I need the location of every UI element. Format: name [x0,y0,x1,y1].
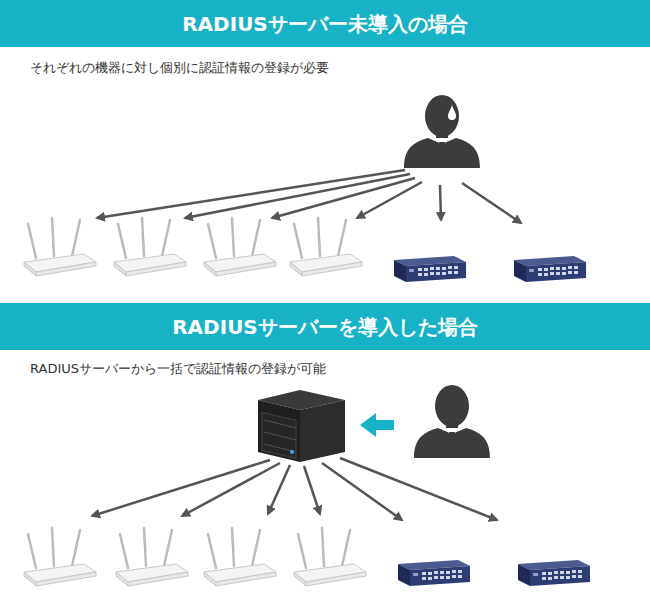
note-text: RADIUSサーバーから一括で認証情報の登録が可能 [28,361,328,377]
title-band: RADIUSサーバーを導入した場合 [0,303,650,350]
title-band: RADIUSサーバー未導入の場合 [0,0,650,47]
band-heading: RADIUSサーバーを導入した場合 [172,315,478,339]
band-heading: RADIUSサーバー未導入の場合 [182,12,468,36]
note-text: それぞれの機器に対し個別に認証情報の登録が必要 [28,60,331,76]
